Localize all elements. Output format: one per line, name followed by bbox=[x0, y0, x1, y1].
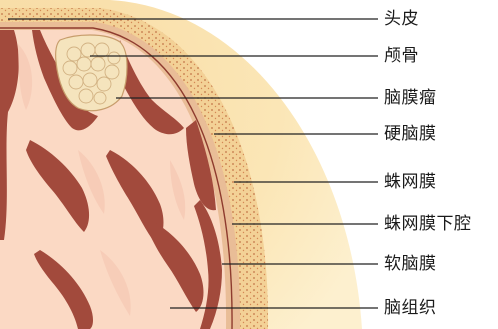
label-dura-mater: 硬脑膜 bbox=[384, 124, 437, 144]
label-scalp: 头皮 bbox=[384, 9, 419, 29]
label-arachnoid: 蛛网膜 bbox=[384, 172, 437, 192]
label-brain-tissue: 脑组织 bbox=[384, 298, 437, 318]
label-skull: 颅骨 bbox=[384, 46, 419, 66]
label-pia-mater: 软脑膜 bbox=[384, 254, 437, 274]
label-meningioma: 脑膜瘤 bbox=[384, 88, 437, 108]
label-subarachnoid-space: 蛛网膜下腔 bbox=[384, 214, 472, 234]
